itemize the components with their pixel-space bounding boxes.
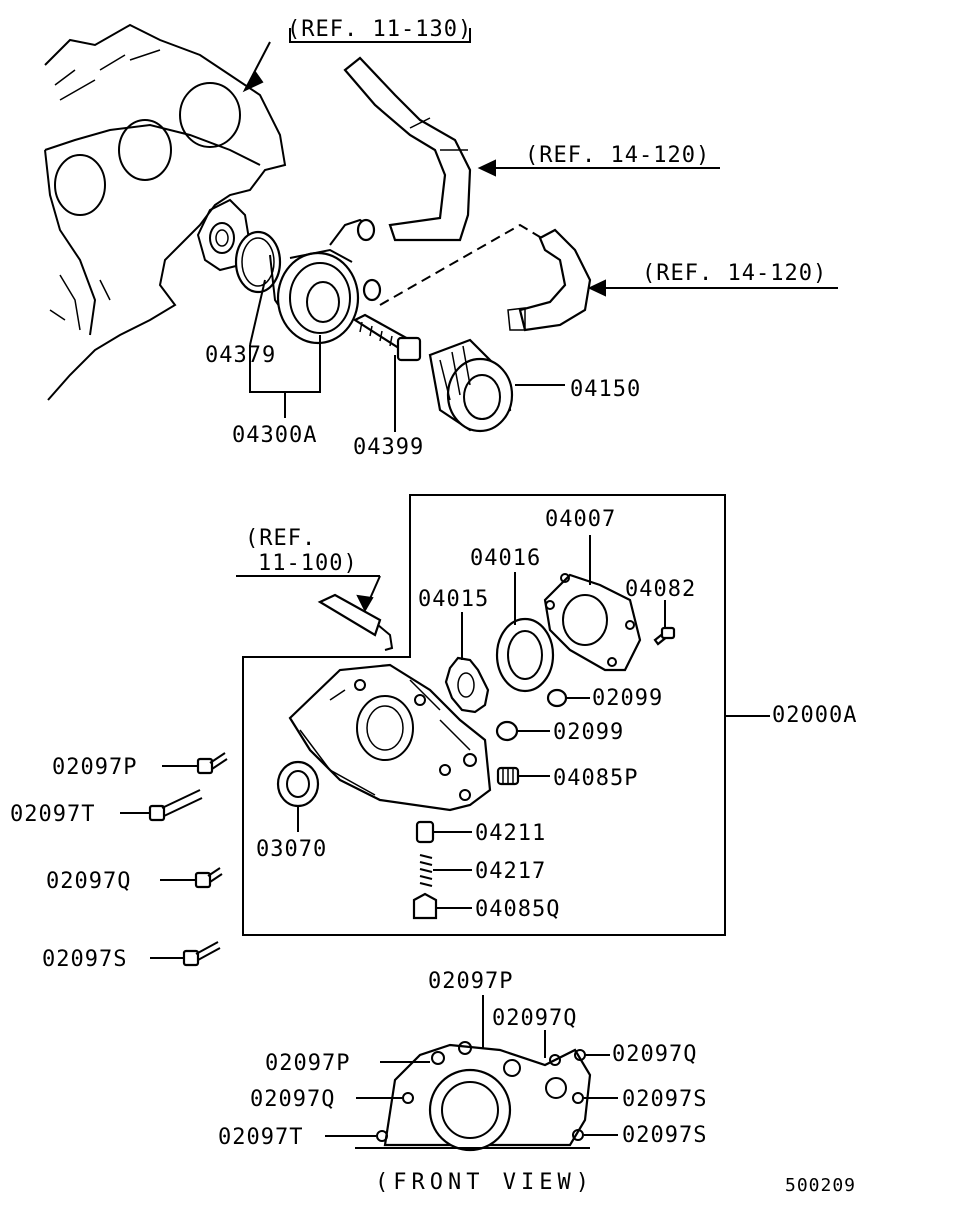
front-02097Q-left-label: 02097Q xyxy=(250,1087,335,1112)
front-02097P-left-label: 02097P xyxy=(265,1051,350,1076)
bolt-02097S xyxy=(182,941,221,967)
part-04085P-label: 04085P xyxy=(553,766,638,791)
bolt-02097Q-label: 02097Q xyxy=(46,869,131,894)
front-view-caption: (FRONT VIEW) xyxy=(375,1170,594,1195)
part-04150-label: 04150 xyxy=(570,377,641,402)
assembly-boundary-box xyxy=(242,494,726,936)
figure-code: 500209 xyxy=(785,1175,856,1196)
upper-hose xyxy=(343,56,472,242)
union-bolt xyxy=(352,313,422,362)
front-02097Q-top-label: 02097Q xyxy=(492,1006,577,1031)
part-03070-label: 03070 xyxy=(256,837,327,862)
plug-04085P xyxy=(496,766,520,786)
front-view-pump xyxy=(355,1041,592,1152)
part-02099-upper-label: 02099 xyxy=(592,686,663,711)
front-02097S-right-upper-label: 02097S xyxy=(622,1087,707,1112)
oil-seal xyxy=(276,760,320,808)
oil-cooler xyxy=(234,218,382,345)
ref-14-120-upper-label: (REF. 14-120) xyxy=(525,143,710,168)
part-02000A-label: 02000A xyxy=(772,703,857,728)
part-04217-label: 04217 xyxy=(475,859,546,884)
relief-plug-04085Q xyxy=(412,892,438,920)
bolt-02097T xyxy=(148,789,203,822)
part-04300A-label: 04300A xyxy=(232,423,317,448)
ref-11-130-label: (REF. 11-130) xyxy=(287,17,472,42)
part-04211-label: 04211 xyxy=(475,821,546,846)
part-04016-label: 04016 xyxy=(470,546,541,571)
o-ring-lower xyxy=(495,720,519,742)
bolt-02097S-label: 02097S xyxy=(42,947,127,972)
ref-11-100-label-line2: 11-100) xyxy=(258,551,358,576)
front-02097T-left-label: 02097T xyxy=(218,1125,303,1150)
bolt-02097T-label: 02097T xyxy=(10,802,95,827)
oil-pump-body xyxy=(288,663,492,812)
part-04082-label: 04082 xyxy=(625,577,696,602)
part-04399-label: 04399 xyxy=(353,435,424,460)
part-02099-lower-label: 02099 xyxy=(553,720,624,745)
lower-hose xyxy=(507,228,592,332)
outer-rotor xyxy=(495,617,555,693)
ref-14-120-lower-label: (REF. 14-120) xyxy=(642,261,827,286)
bolt-02097Q xyxy=(194,867,223,889)
relief-spring xyxy=(419,854,433,887)
relief-plunger xyxy=(415,820,435,844)
part-04007-label: 04007 xyxy=(545,507,616,532)
hose-connection-dashed xyxy=(379,223,546,306)
front-02097S-right-lower-label: 02097S xyxy=(622,1123,707,1148)
bolt-02097P-label: 02097P xyxy=(52,755,137,780)
sealant-tube xyxy=(317,593,394,651)
inner-rotor xyxy=(444,656,490,714)
cover-screw xyxy=(653,626,676,646)
oil-filter xyxy=(428,338,514,433)
part-04015-label: 04015 xyxy=(418,587,489,612)
front-02097Q-right-label: 02097Q xyxy=(612,1042,697,1067)
o-ring-upper xyxy=(546,688,568,708)
engine-block xyxy=(44,23,287,401)
pump-cover-gasket xyxy=(543,573,642,672)
front-02097P-top-label: 02097P xyxy=(428,969,513,994)
part-04085Q-label: 04085Q xyxy=(475,897,560,922)
ref-11-100-label-line1: (REF. xyxy=(245,526,316,551)
part-04379-label: 04379 xyxy=(205,343,276,368)
bolt-02097P xyxy=(196,752,228,775)
